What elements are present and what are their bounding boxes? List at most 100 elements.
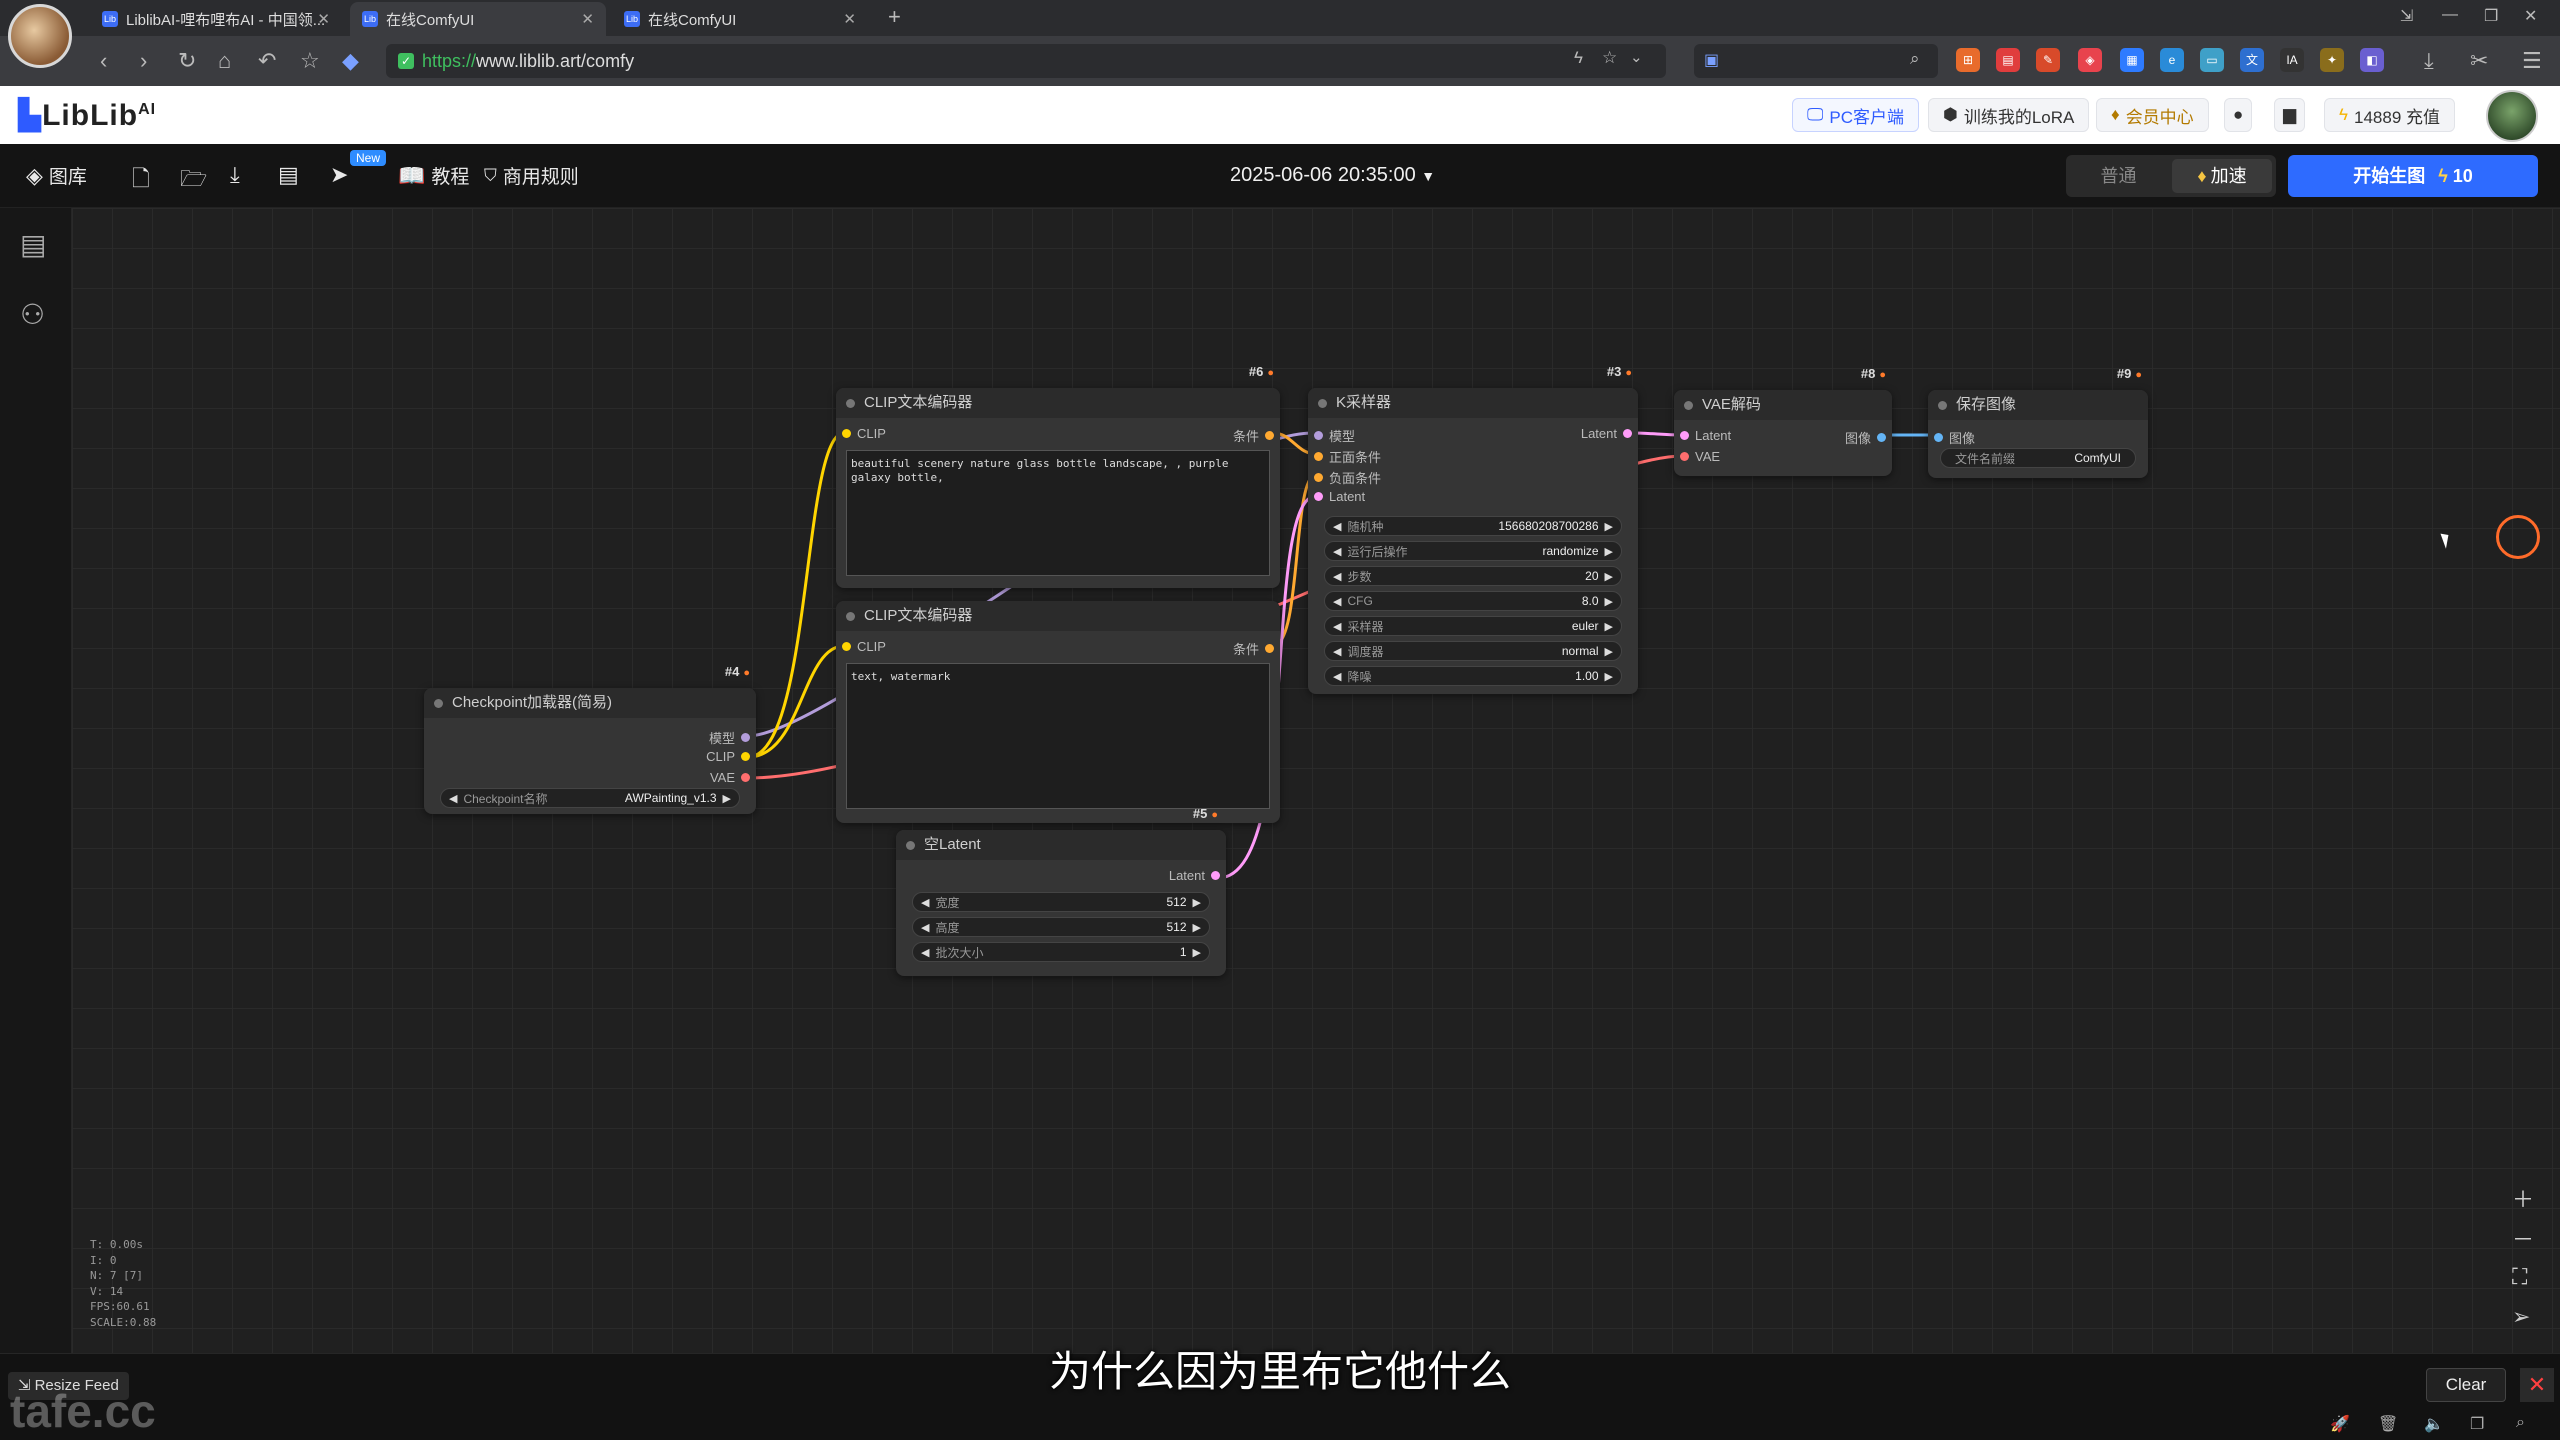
close-window-icon[interactable]: ✕	[2524, 8, 2538, 25]
browser-profile-avatar[interactable]	[8, 4, 72, 68]
arrow-left-icon[interactable]: ◀	[1333, 570, 1342, 583]
translate-icon[interactable]: 文	[2240, 48, 2264, 72]
commercial-rules-button[interactable]: ⛉商用规则	[484, 162, 579, 189]
extension-icon[interactable]: ◈	[2078, 48, 2102, 72]
cut-icon[interactable]: ✂	[2470, 48, 2489, 73]
input-slot-clip[interactable]: CLIP	[842, 639, 886, 654]
close-feed-icon[interactable]: ✕	[2520, 1368, 2554, 1402]
mode-fast-button[interactable]: ♦加速	[2172, 159, 2272, 193]
document-list-icon[interactable]: ▤	[20, 229, 47, 260]
resize-feed-button[interactable]: ⇲Resize Feed	[8, 1372, 129, 1400]
collapse-dot-icon[interactable]	[846, 612, 855, 621]
trash-icon[interactable]: 🗑	[2378, 1416, 2399, 1433]
forward-icon[interactable]: ›	[140, 48, 148, 73]
download-workflow-button[interactable]: ⤓	[230, 162, 240, 188]
minimize-icon[interactable]: —	[2442, 6, 2458, 23]
arrow-left-icon[interactable]: ◀	[921, 896, 930, 909]
home-icon[interactable]: ⌂	[218, 48, 232, 73]
node-title[interactable]: 空Latent	[896, 830, 1226, 860]
messages-button[interactable]: ●	[2224, 98, 2253, 132]
arrow-right-icon[interactable]: ▶	[1604, 520, 1613, 533]
arrow-left-icon[interactable]: ◀	[1333, 545, 1342, 558]
restore-icon[interactable]: ❐	[2484, 8, 2499, 25]
save-workflow-button[interactable]: ▤	[278, 162, 299, 188]
prompt-textarea[interactable]: beautiful scenery nature glass bottle la…	[846, 450, 1270, 576]
generate-button[interactable]: 开始生图 ϟ 10	[2288, 155, 2538, 197]
pin-icon[interactable]: ⇲	[2400, 8, 2414, 25]
new-workflow-button[interactable]: 🗋	[132, 162, 150, 200]
output-slot-model[interactable]: 模型	[709, 728, 750, 747]
user-avatar[interactable]	[2486, 90, 2538, 142]
browser-tab[interactable]: Lib LiblibAI-哩布哩布AI - 中国领... ✕	[90, 2, 342, 36]
arrow-right-icon[interactable]: ▶	[1192, 896, 1201, 909]
search-icon[interactable]: ⌕	[1910, 49, 1920, 68]
vip-center-button[interactable]: ♦会员中心	[2096, 98, 2209, 132]
node-title[interactable]: 保存图像	[1928, 390, 2148, 420]
collapse-dot-icon[interactable]	[1684, 401, 1693, 410]
input-slot-vae[interactable]: VAE	[1680, 449, 1720, 464]
input-slot-model[interactable]: 模型	[1314, 426, 1355, 445]
extension-icon[interactable]: ▦	[2120, 48, 2144, 72]
lightning-icon[interactable]: ϟ	[1574, 48, 1583, 67]
arrow-left-icon[interactable]: ◀	[1333, 645, 1342, 658]
arrow-left-icon[interactable]: ◀	[921, 921, 930, 934]
ai-icon[interactable]: ◆	[342, 48, 359, 73]
collapse-dot-icon[interactable]	[846, 399, 855, 408]
folder-button[interactable]: ▆	[2274, 98, 2306, 132]
close-tab-icon[interactable]: ✕	[843, 11, 856, 28]
arrow-right-icon[interactable]: ▶	[1604, 595, 1613, 608]
close-tab-icon[interactable]: ✕	[581, 11, 594, 28]
open-workflow-button[interactable]: 🗁	[180, 162, 207, 200]
edge-icon[interactable]: e	[2160, 48, 2184, 72]
arrow-left-icon[interactable]: ◀	[449, 792, 458, 805]
extension-icon[interactable]: ✎	[2036, 48, 2060, 72]
arrow-left-icon[interactable]: ◀	[1333, 670, 1342, 683]
extension-icon[interactable]: ▭	[2200, 48, 2224, 72]
arrow-right-icon[interactable]: ▶	[1604, 645, 1613, 658]
browser-search-input[interactable]: ▣ ⌕	[1694, 44, 1938, 78]
workflow-datetime-dropdown[interactable]: 2025-06-06 20:35:00 ▼	[1230, 164, 1435, 187]
tutorial-button[interactable]: 📖教程	[398, 162, 469, 189]
window-icon[interactable]: ❐	[2470, 1416, 2485, 1433]
star-icon[interactable]: ☆	[300, 48, 320, 73]
share-button[interactable]: ➤	[330, 162, 348, 188]
arrow-right-icon[interactable]: ▶	[1604, 670, 1613, 683]
arrow-left-icon[interactable]: ◀	[1333, 520, 1342, 533]
extension-icon[interactable]: ◧	[2360, 48, 2384, 72]
arrow-left-icon[interactable]: ◀	[1333, 595, 1342, 608]
download-icon[interactable]: ⤓	[2424, 48, 2434, 73]
arrow-right-icon[interactable]: ▶	[1604, 545, 1613, 558]
input-slot-latent[interactable]: Latent	[1314, 489, 1365, 504]
windows-icon[interactable]: ⊞	[1956, 48, 1980, 72]
node-tree-icon[interactable]: ⚇	[20, 299, 46, 330]
extension-icon[interactable]: IA	[2280, 48, 2304, 72]
collapse-dot-icon[interactable]	[434, 699, 443, 708]
volume-icon[interactable]: 🔈	[2424, 1416, 2444, 1433]
menu-icon[interactable]: ☰	[2522, 48, 2542, 73]
library-button[interactable]: ◈图库	[26, 162, 87, 189]
input-slot-negative[interactable]: 负面条件	[1314, 468, 1381, 487]
output-slot-vae[interactable]: VAE	[710, 770, 750, 785]
input-slot-clip[interactable]: CLIP	[842, 426, 886, 441]
output-slot-conditioning[interactable]: 条件	[1233, 426, 1274, 445]
arrow-left-icon[interactable]: ◀	[1333, 620, 1342, 633]
zoom-in-icon[interactable]: ＋	[2512, 1187, 2535, 1212]
zoom-out-icon[interactable]: －	[2512, 1227, 2535, 1252]
arrow-right-icon[interactable]: ▶	[1192, 946, 1201, 959]
rocket-icon[interactable]: 🚀	[2330, 1416, 2350, 1433]
back-icon[interactable]: ‹	[100, 48, 108, 73]
arrow-right-icon[interactable]: ▶	[722, 792, 731, 805]
extension-icon[interactable]: ✦	[2320, 48, 2344, 72]
node-title[interactable]: CLIP文本编码器	[836, 388, 1280, 418]
